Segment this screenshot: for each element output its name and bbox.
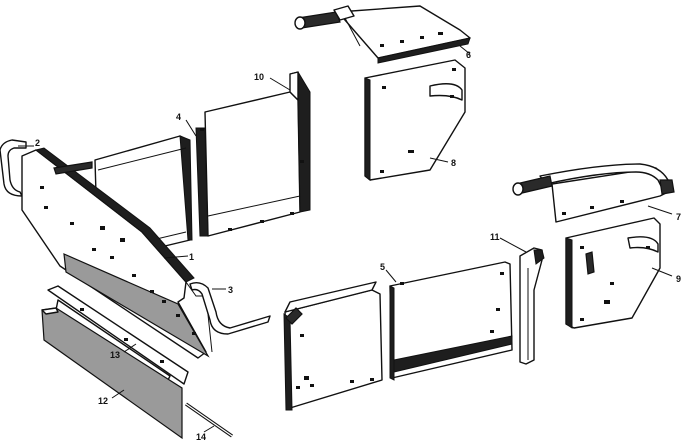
part-12-bottom-plate — [41, 307, 183, 440]
callout-labels: 1 2 3 4 5 6 7 8 9 10 11 12 13 14 — [35, 50, 681, 442]
part-9-lower-right-panel — [565, 217, 661, 329]
part-14-pin — [185, 402, 233, 438]
part-3-tie-rod — [189, 281, 271, 335]
part-5-lower-panel-left — [283, 281, 383, 411]
part-8-upper-side-panel — [364, 59, 466, 182]
part-2-front-panel — [0, 139, 213, 359]
callout-3: 3 — [228, 285, 233, 295]
callout-14: 14 — [196, 432, 206, 442]
part-5-lower-panel-right — [389, 261, 513, 381]
callout-7: 7 — [676, 212, 681, 222]
callout-2: 2 — [35, 138, 40, 148]
part-6-top-bracket — [294, 5, 471, 64]
callout-8: 8 — [451, 158, 456, 168]
leader-lines — [18, 45, 673, 433]
part-7-upper-right-bracket — [512, 163, 675, 223]
callout-11: 11 — [490, 232, 500, 242]
callout-9: 9 — [676, 274, 681, 284]
callout-5: 5 — [380, 262, 385, 272]
callout-13: 13 — [110, 350, 120, 360]
part-10-rear-panel — [195, 71, 311, 237]
callout-6: 6 — [466, 50, 471, 60]
callout-1: 1 — [189, 252, 194, 262]
callout-10: 10 — [254, 72, 264, 82]
part-11-vertical-channel — [519, 247, 545, 365]
callout-12: 12 — [98, 396, 108, 406]
callout-4: 4 — [176, 112, 181, 122]
